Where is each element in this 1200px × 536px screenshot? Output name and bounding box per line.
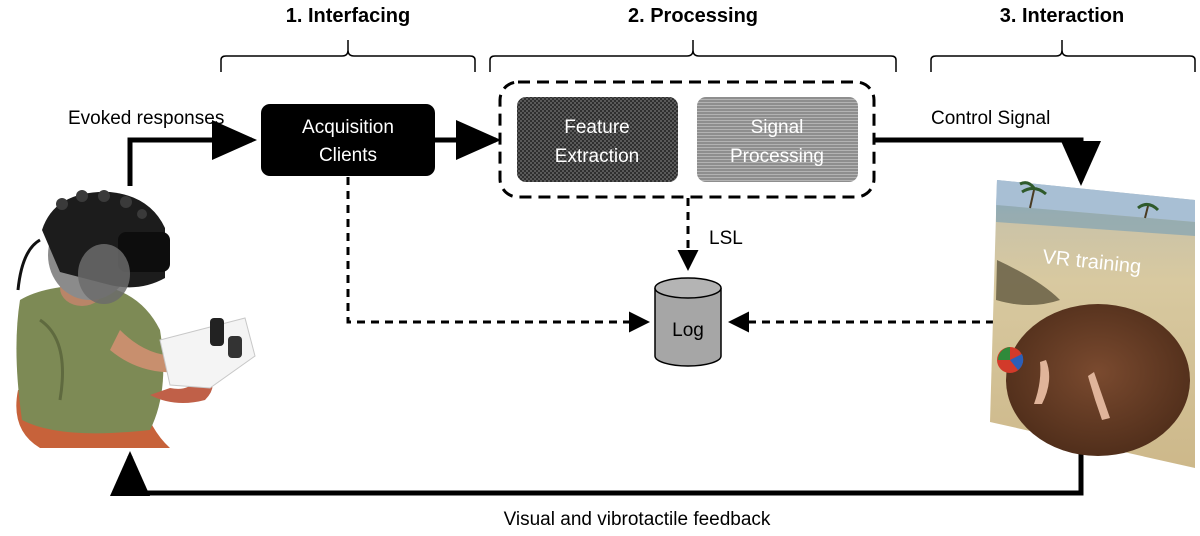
acquisition-label-line1: Acquisition — [302, 117, 394, 138]
log-database — [654, 277, 722, 367]
brace-interaction — [930, 40, 1196, 72]
stage-title-processing: 2. Processing — [628, 5, 758, 27]
signal-label-line1: Signal — [751, 117, 804, 138]
signal-label-line2: Processing — [730, 146, 824, 167]
stage-title-interaction: 3. Interaction — [1000, 5, 1124, 27]
brace-processing — [489, 40, 897, 72]
vr-training-screen — [990, 180, 1195, 468]
evoked-label: Evoked responses — [68, 108, 224, 129]
control-signal-arrow — [874, 137, 1101, 186]
stage-title-interfacing: 1. Interfacing — [286, 5, 410, 27]
user-with-vr-headset-illustration — [16, 190, 256, 448]
feature-label-line1: Feature — [564, 117, 629, 138]
signal-processing-box — [697, 97, 858, 182]
acquisition-clients-box — [261, 104, 435, 176]
lsl-label: LSL — [709, 228, 743, 249]
acquisition-to-log-arrow — [346, 177, 650, 333]
feedback-label: Visual and vibrotactile feedback — [504, 509, 771, 530]
control-signal-label: Control Signal — [931, 108, 1050, 129]
brace-interfacing — [220, 40, 476, 72]
feature-extraction-box — [517, 97, 678, 182]
feedback-arrow — [110, 447, 1084, 496]
feature-label-line2: Extraction — [555, 146, 639, 167]
acquisition-label-line2: Clients — [319, 145, 377, 166]
log-label: Log — [672, 320, 704, 341]
evoked-arrow — [127, 120, 257, 186]
